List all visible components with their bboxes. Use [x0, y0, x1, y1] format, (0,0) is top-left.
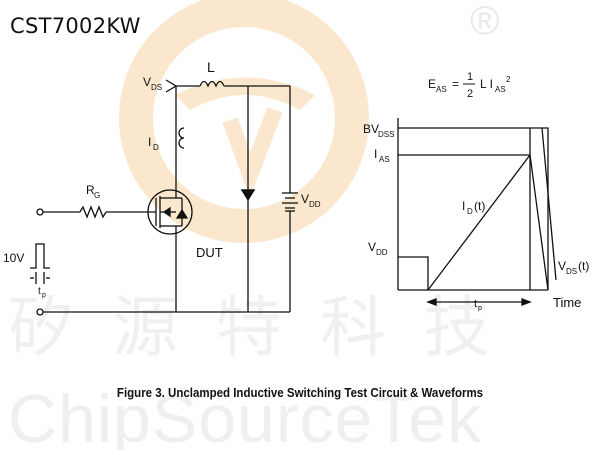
- inductor-label: L: [207, 59, 215, 75]
- inductor-l: [199, 80, 225, 88]
- watermark-logo-check: [222, 107, 283, 198]
- vdd-level-label-sub: DD: [376, 248, 388, 257]
- id-label: I: [148, 135, 151, 149]
- mosfet-arrow: [162, 206, 171, 218]
- tp-arrow-head-left: [426, 298, 437, 306]
- waveform-tp-label: t: [474, 298, 477, 310]
- idt-label: I: [462, 199, 465, 213]
- pulse-label: 10V: [3, 251, 24, 265]
- vdd-label: V: [301, 192, 309, 206]
- idt-label-sub: D: [467, 207, 473, 216]
- bvdss-level: [398, 127, 549, 290]
- formula-rhs-sup: 2: [506, 75, 511, 84]
- id-falloff: [529, 154, 549, 291]
- formula-lhs: E: [428, 77, 436, 91]
- waveform-labels: BV DSS I AS V DD I D (t) V DS (t) t p Ti…: [363, 122, 589, 312]
- waveform-tp-label-sub: p: [478, 305, 482, 312]
- ias-label-sub: AS: [379, 155, 390, 164]
- vds-vdd-level: [398, 256, 429, 290]
- gate-terminal: [36, 208, 44, 216]
- vdst-label-sub: DS: [566, 267, 577, 276]
- circuit-tp-label: t: [38, 286, 41, 297]
- vds-label-sub: DS: [151, 83, 162, 92]
- time-axis-label: Time: [553, 295, 581, 310]
- current-probe: [178, 127, 185, 149]
- watermark-logo-swoosh: [175, 77, 315, 110]
- rg-label-sub: G: [94, 191, 100, 200]
- tp-arrow-head-right: [521, 298, 532, 306]
- watermark-chinese: 矽源特科技: [8, 289, 528, 366]
- watermark-logo-ring: [119, 0, 369, 243]
- vdst-label: V: [558, 259, 566, 273]
- bvdss-label-sub: DSS: [378, 130, 394, 139]
- ground-terminal: [36, 308, 44, 316]
- watermark: ® 矽源特科技 ChipSourceTek: [8, 0, 528, 455]
- bvdss-label: BV: [363, 122, 379, 136]
- rg-label: R: [86, 183, 95, 197]
- figure-caption: Figure 3. Unclamped Inductive Switching …: [116, 386, 484, 400]
- formula-denominator: 2: [467, 88, 473, 100]
- id-ramp: [427, 154, 531, 291]
- vds-marker: [165, 79, 178, 93]
- ias-label: I: [374, 147, 377, 161]
- eas-formula: E AS = 1 2 L I AS 2: [428, 71, 511, 100]
- circuit-labels: V DS L I D R G DUT V DD 10V t p: [3, 59, 321, 299]
- id-label-sub: D: [153, 143, 159, 152]
- uis-waveform: [397, 118, 557, 306]
- formula-rhs: L I: [480, 77, 493, 91]
- gate-pulse: [30, 243, 50, 269]
- vdd-label-sub: DD: [309, 200, 321, 209]
- watermark-registered: ®: [470, 0, 499, 43]
- formula-equals: =: [452, 77, 459, 91]
- formula-numerator: 1: [467, 71, 473, 83]
- diode-triangle: [240, 189, 256, 202]
- resistor-rg: [79, 205, 107, 219]
- formula-rhs-sub: AS: [495, 85, 506, 94]
- watermark-brand: ChipSourceTek: [8, 381, 482, 450]
- vdd-level-label: V: [368, 240, 376, 254]
- dut-label: DUT: [196, 245, 223, 260]
- mosfet-body-diode: [175, 208, 189, 219]
- vdst-label-arg: (t): [578, 259, 589, 273]
- test-circuit: [30, 79, 298, 316]
- formula-lhs-sub: AS: [436, 85, 447, 94]
- vds-label: V: [143, 75, 151, 89]
- part-number-title: CST7002KW: [10, 14, 141, 38]
- circuit-tp-label-sub: p: [42, 292, 46, 299]
- idt-label-arg: (t): [474, 199, 485, 213]
- vds-falloff: [541, 127, 557, 281]
